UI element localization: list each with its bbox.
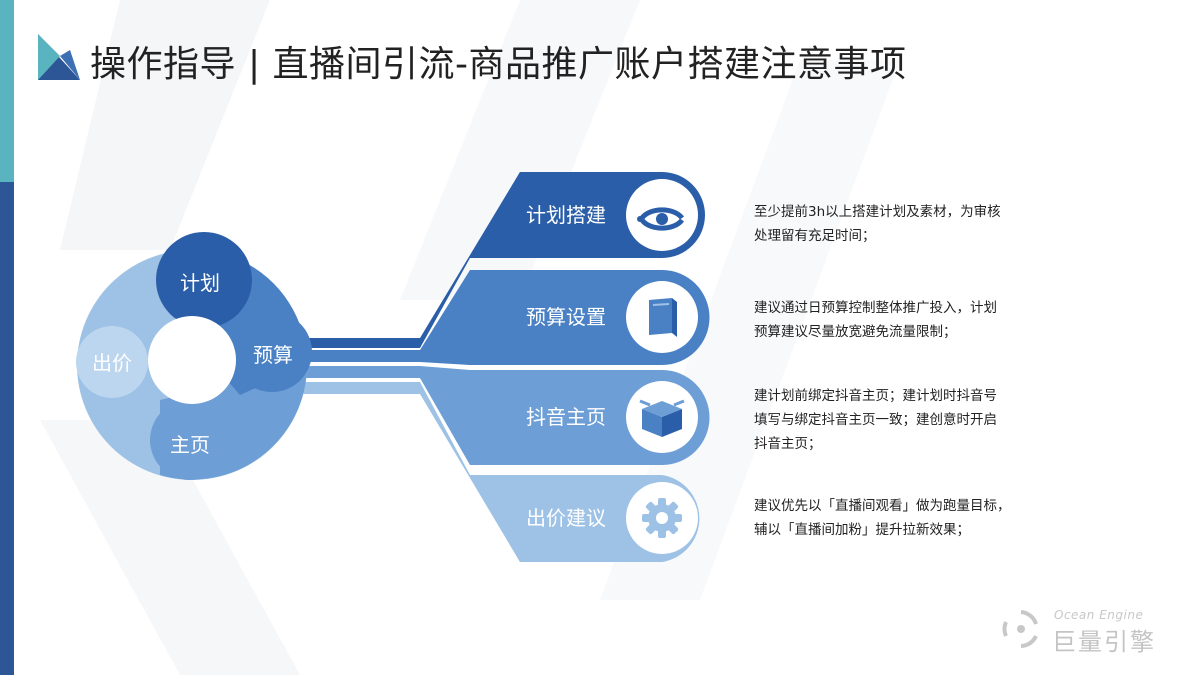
description-line: 处理留有充足时间； (754, 228, 876, 244)
band-label-4: 出价建议 (526, 506, 606, 530)
description-line: 辅以「直播间加粉」提升拉新效果； (754, 522, 970, 538)
brand-name-en: Ocean Engine (1054, 608, 1144, 622)
cycle-bubble-jihua (156, 232, 252, 328)
book-icon (649, 298, 677, 337)
cycle-bubble-zhuye (150, 400, 230, 480)
band-label-1: 计划搭建 (526, 203, 606, 227)
logo-icon (38, 34, 80, 80)
box-icon (639, 399, 685, 437)
description-line: 建计划前绑定抖音主页；建计划时抖音号 (754, 388, 997, 404)
cycle-center (148, 316, 236, 404)
cycle-bubble-chujia (76, 326, 148, 398)
accent-bar-top (0, 0, 14, 182)
brand-logo-icon (1002, 610, 1038, 648)
brand-name-cn: 巨量引擎 (1052, 628, 1156, 656)
cycle-bubble-yusuan (232, 312, 312, 392)
description-line: 建议通过日预算控制整体推广投入，计划 (754, 300, 997, 316)
band-label-3: 抖音主页 (526, 405, 606, 429)
eye-icon (637, 207, 685, 231)
description-line: 预算建议尽量放宽避免流量限制； (754, 324, 957, 340)
description-4: 建议优先以「直播间观看」做为跑量目标， 辅以「直播间加粉」提升拉新效果； (754, 494, 1054, 542)
description-1: 至少提前3h以上搭建计划及素材，为审核 处理留有充足时间； (754, 200, 1054, 248)
band-label-2: 预算设置 (526, 305, 606, 329)
cycle-diagram (76, 232, 312, 480)
description-3: 建计划前绑定抖音主页；建计划时抖音号 填写与绑定抖音主页一致；建创意时开启 抖音… (754, 384, 1054, 456)
cycle-label-zhuye: 主页 (170, 433, 210, 457)
cycle-label-jihua: 计划 (180, 271, 220, 295)
cycle-label-chujia: 出价 (92, 351, 132, 375)
accent-bar-bottom (0, 182, 14, 675)
description-line: 至少提前3h以上搭建计划及素材，为审核 (754, 204, 1001, 220)
description-line: 填写与绑定抖音主页一致；建创意时开启 (754, 412, 997, 428)
description-line: 抖音主页； (754, 436, 822, 452)
description-line: 建议优先以「直播间观看」做为跑量目标， (754, 498, 1011, 514)
description-2: 建议通过日预算控制整体推广投入，计划 预算建议尽量放宽避免流量限制； (754, 296, 1054, 344)
cycle-label-yusuan: 预算 (253, 343, 293, 367)
page-title: 操作指导 | 直播间引流-商品推广账户搭建注意事项 (90, 44, 907, 85)
gear-icon (642, 498, 682, 538)
